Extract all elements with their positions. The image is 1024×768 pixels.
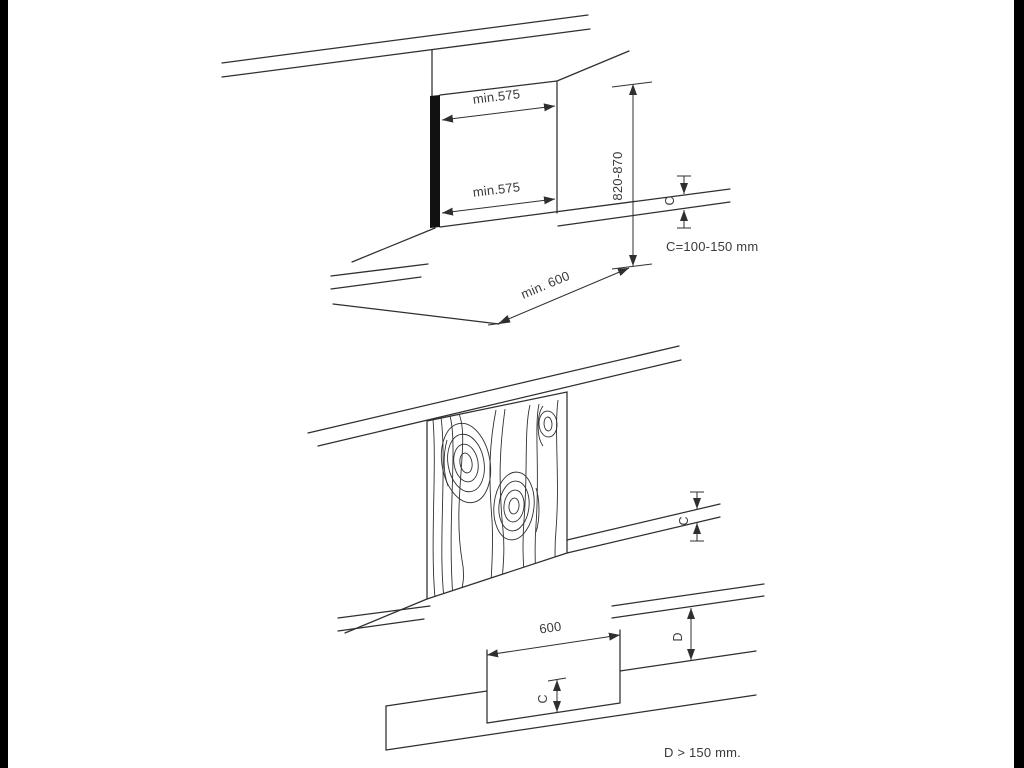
top-diagram: min.575 min.575 820-870 min. 600 C C=100… <box>221 14 758 326</box>
niche-left-side-panel <box>430 95 440 228</box>
plinth-board-top-right <box>619 650 757 672</box>
right-edge-bar <box>1014 0 1024 768</box>
dim-line-width-bottom <box>441 196 556 216</box>
floor-front-edge <box>332 303 500 325</box>
dim-d-label: D <box>671 632 685 641</box>
dim-c-lower-label: C <box>536 694 550 703</box>
dim-depth-tick <box>487 321 511 326</box>
top-diagram-structure <box>221 14 731 325</box>
dim-width-bottom-label: min.575 <box>472 179 521 200</box>
top-diagram-labels: min.575 min.575 820-870 min. 600 C C=100… <box>472 86 758 302</box>
note-d-text: D > 150 mm. <box>664 745 741 760</box>
left-edge-bar <box>0 0 8 768</box>
dim-line-width-top <box>441 103 556 123</box>
dim-600-label: 600 <box>538 619 562 637</box>
plinth-notch-bottom <box>486 702 621 724</box>
niche-depth-top-edge <box>556 50 630 82</box>
left-plinth-edge-upper <box>337 605 431 619</box>
counter-front-edge-lower <box>221 28 591 78</box>
plinth-board-bottom-edge <box>385 694 757 751</box>
dim-c-lower-tick <box>547 677 567 682</box>
bottom-diagram-dimensions <box>486 491 704 712</box>
cabinet-bottom-edge-lower <box>611 595 765 619</box>
bottom-diagram-structure <box>307 345 765 751</box>
bottom-diagram-labels: C 600 D C D > 150 mm. <box>536 516 741 760</box>
dim-height-tick-bottom <box>611 263 653 270</box>
cabinet-bottom-edge-upper <box>611 583 765 607</box>
recess-left-edge <box>344 598 428 634</box>
dim-c-label: C <box>663 196 677 205</box>
bottom-diagram: C 600 D C D > 150 mm. <box>307 345 765 760</box>
counter-front-edge-upper <box>221 14 589 64</box>
wood-door-panel <box>426 391 568 600</box>
right-plinth-edge-upper <box>566 503 721 541</box>
left-plinth-edge-lower <box>330 276 422 290</box>
recess-left-edge <box>351 227 436 263</box>
dim-line-depth <box>498 267 630 324</box>
dim-height-tick-top <box>611 81 653 88</box>
dim-c-upper-label: C <box>677 516 691 525</box>
left-plinth-edge-lower <box>337 618 425 632</box>
dim-height-label: 820-870 <box>610 151 625 200</box>
dim-width-top-label: min.575 <box>472 86 521 107</box>
dim-line-600 <box>486 632 621 658</box>
plinth-board-top-left <box>385 690 488 707</box>
right-plinth-edge <box>557 201 731 227</box>
top-diagram-dimensions <box>441 81 691 326</box>
left-plinth-edge-upper <box>330 263 429 277</box>
counter-front-edge-upper <box>307 345 680 434</box>
counter-front-edge-lower <box>317 359 682 447</box>
niche-top-edge <box>439 80 558 96</box>
dim-depth-label: min. 600 <box>519 268 572 302</box>
niche-bottom-edge <box>439 188 731 228</box>
note-c-text: C=100-150 mm <box>666 239 758 254</box>
